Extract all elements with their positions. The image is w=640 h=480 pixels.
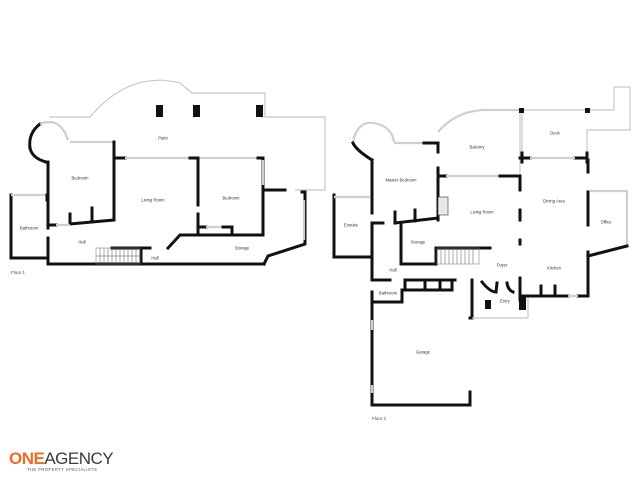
floor1-title: Floor 1: [11, 270, 26, 275]
room-label-living-room: Living Room: [470, 209, 494, 215]
room-label-garage: Garage: [416, 349, 430, 355]
room-label-bathroom: Bathroom: [378, 290, 398, 296]
room-label-living-room: Living Room: [141, 197, 165, 203]
room-label-dining-area: Dining Area: [543, 198, 565, 204]
logo-one-text: ONE: [9, 449, 45, 468]
room-label-office: Office: [600, 219, 612, 225]
room-label-balcony: Balcony: [469, 144, 485, 150]
room-label-deck: Deck: [550, 130, 560, 136]
room-label-storage: Storage: [410, 239, 426, 245]
logo-agency-text: AGENCY: [44, 449, 114, 468]
room-label-hall: Hall: [389, 267, 397, 273]
room-label-storage: Storage: [234, 245, 250, 251]
room-label-hall-small: Hall: [151, 255, 159, 261]
logo-wordmark: ONEAGENCY: [9, 449, 114, 468]
room-label-ensuite: Ensuite: [344, 222, 358, 228]
room-label-foyer: Foyer: [496, 262, 508, 268]
floor1-plan: [9, 79, 326, 267]
room-label-hall-main: Hall: [78, 239, 86, 245]
room-label-patio: Patio: [158, 135, 168, 141]
room-label-entry: Entry: [500, 298, 510, 304]
floor2-title: Floor 2: [372, 416, 387, 421]
room-label-master-bedroom: Master Bedroom: [385, 177, 417, 183]
floor2-plan: [332, 86, 631, 407]
room-label-bedroom-right: Bedroom: [222, 195, 240, 201]
one-agency-logo: ONEAGENCY THE PROPERTY SPECIALISTS: [9, 449, 114, 472]
room-label-bedroom-left: Bedroom: [71, 175, 89, 181]
room-label-kitchen: Kitchen: [547, 265, 561, 271]
room-label-bathroom: Bathroom: [19, 225, 39, 231]
logo-tagline: THE PROPERTY SPECIALISTS: [27, 467, 98, 472]
